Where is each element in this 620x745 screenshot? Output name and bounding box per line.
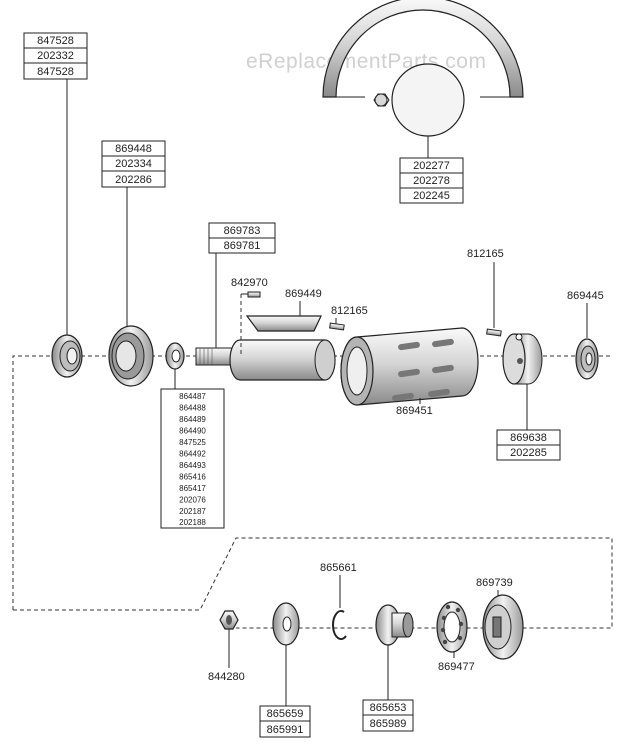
right-bearing-label: 869445	[567, 290, 604, 302]
blade-guard[interactable]	[322, 0, 524, 137]
pin-right-label: 812165	[467, 248, 504, 260]
guard-part-3: 202245	[413, 190, 450, 202]
end-cap[interactable]	[502, 333, 543, 385]
seal[interactable]	[482, 594, 524, 660]
end-cap-label-box: 869638 202285	[496, 429, 561, 461]
spacer-part-3: 864489	[179, 415, 206, 424]
bushing[interactable]	[375, 604, 414, 646]
washer[interactable]	[272, 602, 300, 646]
bushing-part-1: 865653	[370, 702, 407, 714]
spacer-list-box: 864487 864488 864489 864490 847525 86449…	[160, 388, 225, 529]
spacer-part-6: 864492	[179, 450, 206, 459]
washer-label-box: 865659 865991	[259, 705, 311, 738]
spacer-part-8: 865416	[179, 473, 206, 482]
blade[interactable]	[245, 315, 322, 332]
spacer-part-4: 864490	[179, 427, 206, 436]
shaft-part-2: 869781	[224, 240, 261, 252]
shaft[interactable]	[195, 339, 336, 381]
drum-label: 869451	[396, 405, 433, 417]
seal-label: 869739	[476, 577, 513, 589]
pin-left-label: 812165	[331, 305, 368, 317]
guard-part-2: 202278	[413, 175, 450, 187]
retaining-ring-label: 865661	[320, 562, 357, 574]
spacer-part-11: 202187	[179, 507, 206, 516]
bearing-cage-label: 869477	[438, 661, 475, 673]
nut[interactable]	[219, 610, 239, 630]
spacer-part-2: 864488	[179, 404, 206, 413]
spacer-part-9: 865417	[179, 484, 206, 493]
spacer-part-12: 202188	[179, 518, 206, 527]
large-bearing-part-3: 202286	[115, 174, 152, 186]
guard-part-1: 202277	[413, 160, 450, 172]
large-bearing-part-2: 202334	[115, 158, 152, 170]
guard-label-box: 202277 202278 202245	[399, 157, 464, 204]
left-bearing-label-box: 847528 202332 847528	[23, 32, 88, 80]
pin-left[interactable]	[329, 322, 345, 331]
right-bearing[interactable]	[575, 338, 599, 380]
left-bearing-part-3: 847528	[37, 66, 74, 78]
key-label: 842970	[231, 277, 268, 289]
spacer-part-5: 847525	[179, 438, 206, 447]
end-cap-part-2: 202285	[510, 447, 547, 459]
spacer-part-7: 864493	[179, 461, 206, 470]
shaft-label-box: 869783 869781	[208, 222, 276, 254]
large-bearing-part-1: 869448	[115, 143, 152, 155]
left-bearing-part-2: 202332	[37, 50, 74, 62]
large-bearing-label-box: 869448 202334 202286	[101, 140, 166, 188]
bushing-label-box: 865653 865989	[362, 699, 414, 732]
washer-part-1: 865659	[267, 708, 304, 720]
end-cap-part-1: 869638	[510, 432, 547, 444]
spacer-washer[interactable]	[165, 342, 185, 370]
cutter-drum[interactable]	[340, 327, 479, 406]
left-bearing-part-1: 847528	[37, 35, 74, 47]
bearing-cage[interactable]	[436, 601, 468, 653]
bushing-part-2: 865989	[370, 718, 407, 730]
watermark: eReplacementParts.com	[246, 50, 486, 73]
left-bearing[interactable]	[51, 334, 83, 378]
spacer-part-10: 202076	[179, 496, 206, 505]
pin-right[interactable]	[486, 328, 502, 337]
washer-part-2: 865991	[267, 724, 304, 736]
retaining-ring[interactable]	[332, 610, 347, 640]
nut-label: 844280	[208, 671, 245, 683]
large-bearing[interactable]	[108, 325, 154, 387]
key[interactable]	[247, 291, 261, 298]
assembly-line-upper	[12, 355, 612, 610]
assembly-line-lower	[13, 537, 613, 629]
blade-label: 869449	[285, 288, 322, 300]
shaft-part-1: 869783	[224, 225, 261, 237]
spacer-part-1: 864487	[179, 392, 206, 401]
